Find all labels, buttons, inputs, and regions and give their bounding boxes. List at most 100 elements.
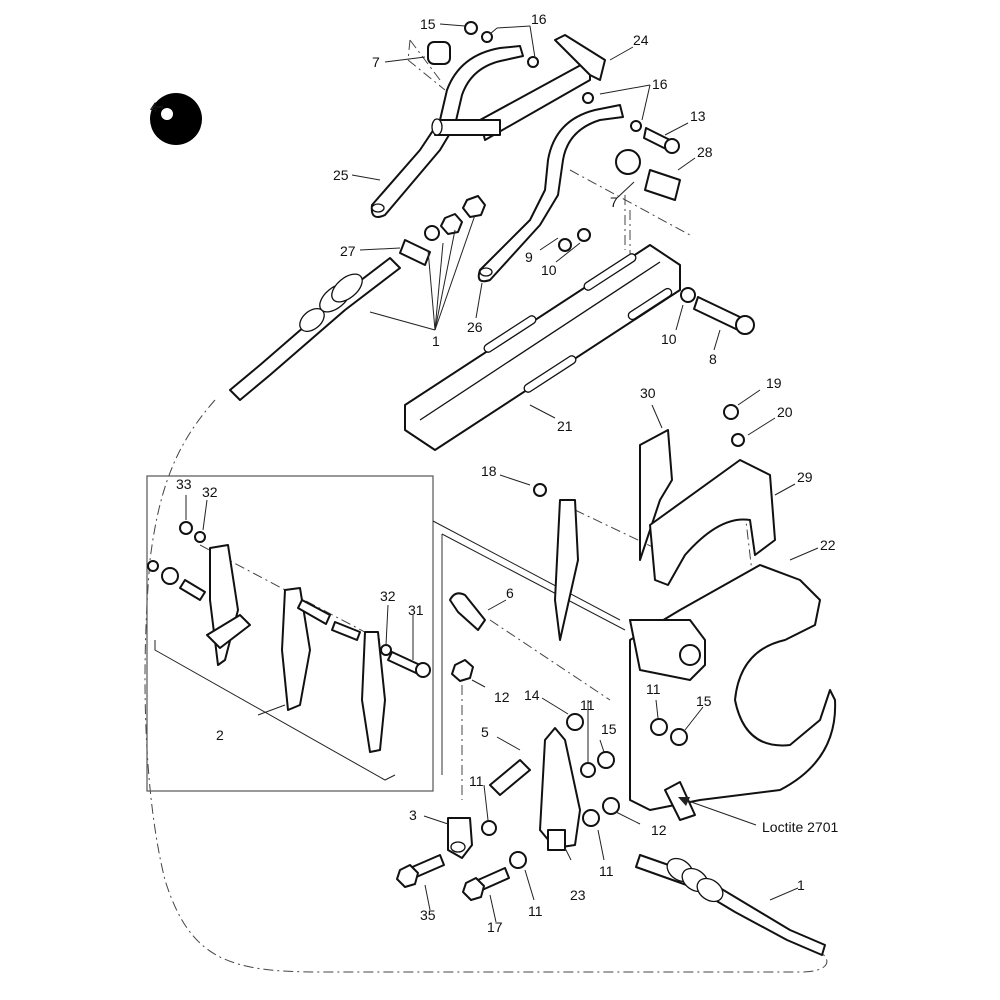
channel-slot-2 — [583, 253, 637, 291]
callout-28: 28 — [697, 144, 713, 160]
callout-11c: 11 — [469, 773, 484, 789]
callout-7b: 7 — [610, 194, 618, 210]
nut-part-14 — [566, 713, 584, 731]
callout-8: 8 — [709, 351, 717, 367]
nut-part-33 — [179, 521, 193, 535]
leader-inset-to-joint — [432, 520, 621, 621]
ball-joint-part-5 — [489, 759, 531, 796]
subassembly-inset-box — [146, 475, 434, 792]
washer-part-32a — [194, 531, 206, 543]
nut-part-15c — [670, 728, 688, 746]
nut-part-9 — [558, 238, 572, 252]
channel-slot-4 — [627, 287, 673, 321]
bushing-part-7b — [615, 149, 641, 175]
callout-11b: 11 — [646, 681, 661, 697]
nut-part-12a — [451, 659, 474, 682]
washer-part-16d — [630, 120, 642, 132]
callout-32b: 32 — [380, 588, 396, 604]
knob-part — [150, 93, 202, 145]
callout-7a: 7 — [372, 54, 380, 70]
inset-spring-left — [179, 579, 206, 601]
callout-26: 26 — [467, 319, 483, 335]
leader-lines — [152, 23, 819, 923]
bracket-part-29 — [649, 459, 776, 586]
callout-21: 21 — [557, 418, 573, 434]
ball-joint-part-6 — [449, 592, 486, 631]
callout-33: 33 — [176, 476, 192, 492]
callout-23: 23 — [570, 887, 586, 903]
callout-10a: 10 — [541, 262, 557, 278]
callout-13: 13 — [690, 108, 706, 124]
lever-26-hole — [479, 267, 493, 277]
bolt-17-head — [462, 877, 485, 901]
lever-part-26 — [477, 104, 624, 283]
callout-35: 35 — [420, 907, 436, 923]
axis-line-top-right — [569, 169, 691, 280]
axis-line-top-left — [407, 39, 446, 91]
clamp-part — [664, 781, 696, 821]
inset-plate-right — [361, 631, 386, 753]
plate-part-22 — [629, 564, 837, 811]
callout-22: 22 — [820, 537, 836, 553]
cable-part-1-bottom — [635, 854, 826, 956]
leader-inset-to-joint-2 — [441, 533, 626, 631]
inset-spacer — [331, 621, 361, 641]
bushing-part-7a — [427, 41, 451, 65]
washer-part-10a — [577, 228, 591, 242]
callout-9: 9 — [525, 249, 533, 265]
channel-slot-1 — [483, 315, 537, 353]
cable-boot-bottom-3 — [696, 877, 724, 903]
callout-6: 6 — [506, 585, 514, 601]
callout-11a: 11 — [580, 697, 595, 713]
callout-19: 19 — [766, 375, 782, 391]
washer-part-20 — [731, 433, 745, 447]
washer-part-16b — [527, 56, 539, 68]
bolt-35-head — [396, 864, 419, 888]
callout-1b: 1 — [797, 877, 805, 893]
trunnion-part-27 — [399, 239, 431, 266]
callout-16b: 16 — [652, 76, 668, 92]
nut-part-1b — [462, 195, 486, 218]
pin-rod-end — [431, 118, 443, 136]
callout-12b: 12 — [651, 822, 667, 838]
callout-12a: 12 — [494, 689, 510, 705]
callout-15a: 15 — [420, 16, 436, 32]
inset-link — [206, 614, 251, 649]
callout-11d: 11 — [599, 863, 614, 879]
bolt-8-head — [735, 315, 755, 335]
washer-part-32b — [380, 644, 392, 656]
inset-washer-large — [161, 567, 179, 585]
channel-edge — [419, 261, 661, 421]
lever-hole — [371, 203, 385, 213]
nut-part-1a — [440, 213, 463, 235]
lever-part-23 — [539, 727, 581, 849]
callout-14: 14 — [524, 687, 540, 703]
callout-32a: 32 — [202, 484, 218, 500]
callout-30: 30 — [640, 385, 656, 401]
callout-15b: 15 — [601, 721, 617, 737]
washer-part-11b — [580, 762, 596, 778]
cable-nut — [299, 308, 325, 332]
bracket-item-2 — [154, 640, 396, 781]
callout-25: 25 — [333, 167, 349, 183]
joint-bolt-head — [679, 644, 701, 666]
callout-29: 29 — [797, 469, 813, 485]
loctite-annotation: Loctite 2701 — [762, 819, 838, 835]
callout-5: 5 — [481, 724, 489, 740]
pin-rod — [434, 119, 501, 136]
washer-part-1a — [424, 225, 440, 241]
spacer-part-28 — [644, 169, 681, 201]
knob-highlight — [161, 108, 173, 120]
callout-15c: 15 — [696, 693, 712, 709]
bolt-13-head — [664, 138, 680, 154]
inset-spring-right — [297, 599, 331, 625]
washer-part-11c — [481, 820, 497, 836]
channel-part-21 — [404, 244, 681, 451]
callout-27: 27 — [340, 243, 356, 259]
washer-part-16a — [481, 31, 493, 43]
rod-end-hole — [450, 841, 466, 853]
axis-line-joint — [461, 619, 611, 800]
callout-2: 2 — [216, 727, 224, 743]
